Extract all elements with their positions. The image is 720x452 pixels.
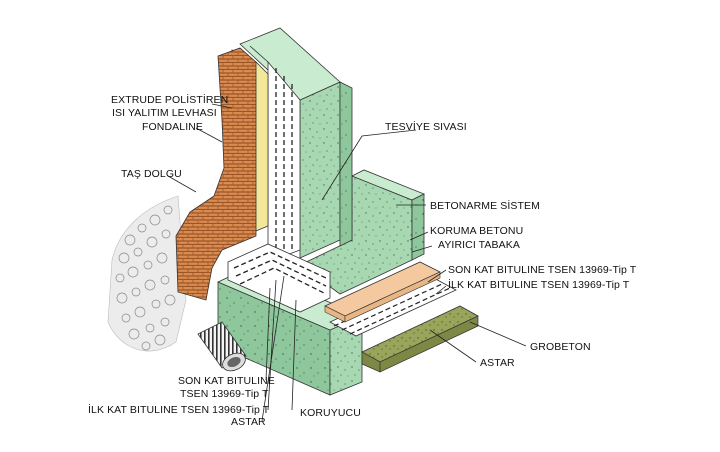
label-astar-right: ASTAR xyxy=(480,357,515,369)
brick-fondaline xyxy=(175,47,257,301)
label-son-kat-left-line2: TSEN 13969-Tip T xyxy=(180,388,269,400)
concrete-wall xyxy=(239,27,353,259)
label-ilk-kat-left: İLK KAT BITULINE TSEN 13969-Tip T xyxy=(88,403,270,416)
label-extrude-line2: ISI YALITIM LEVHASI xyxy=(112,107,217,119)
label-son-kat-left-line1: SON KAT BITULINE xyxy=(178,375,275,387)
label-tas-dolgu: TAŞ DOLGU xyxy=(121,168,182,180)
leader-lines xyxy=(167,103,527,422)
label-son-kat-right: SON KAT BITULINE TSEN 13969-Tip T xyxy=(448,264,637,276)
label-koruyucu: KORUYUCU xyxy=(300,407,361,419)
corner-membrane xyxy=(227,243,331,313)
label-grobeton: GROBETON xyxy=(530,341,591,353)
label-fondaline: FONDALINE xyxy=(142,121,203,133)
label-betonarme-sistem: BETONARME SİSTEM xyxy=(430,199,540,212)
label-ayirici-tabaka: AYIRICI TABAKA xyxy=(438,239,520,251)
label-astar-left: ASTAR xyxy=(231,416,266,428)
label-ilk-kat-right: İLK KAT BITULINE TSEN 13969-Tip T xyxy=(448,278,630,291)
label-koruma-betonu: KORUMA BETONU xyxy=(430,225,523,237)
label-tesviye-sivasi: TESVİYE SIVASI xyxy=(385,120,467,133)
label-extrude-line1: EXTRUDE POLİSTİREN xyxy=(111,93,228,106)
drain-pipe xyxy=(197,321,247,372)
stone-fill xyxy=(107,195,187,352)
